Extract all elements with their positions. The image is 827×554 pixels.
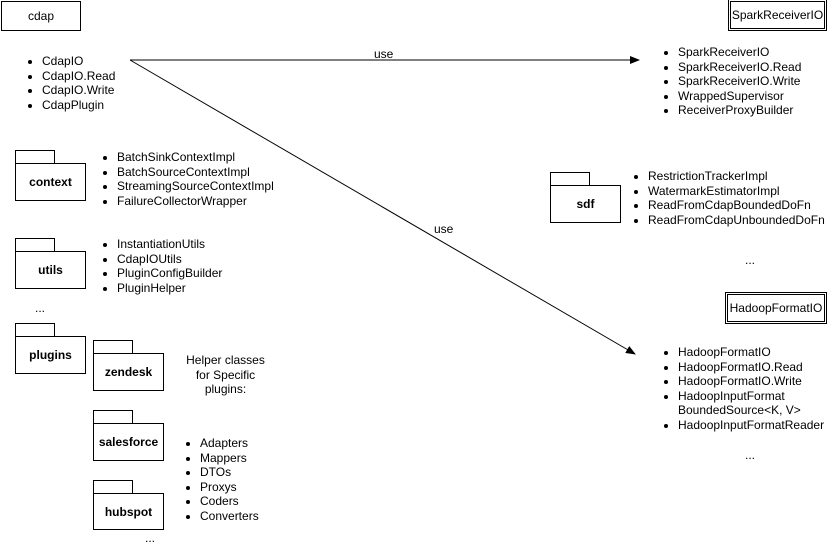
list-item: SparkReceiverIO.Write <box>678 74 801 89</box>
list-item: CdapIOUtils <box>117 252 222 267</box>
cdap-box: cdap <box>1 1 81 31</box>
spark-receiver-io-box: SparkReceiverIO <box>728 0 827 31</box>
list-item: ReadFromCdapBoundedDoFn <box>648 198 825 213</box>
list-item: FailureCollectorWrapper <box>117 194 274 209</box>
hubspot-package: hubspot <box>93 493 164 530</box>
list-item: SparkReceiverIO.Read <box>678 60 801 75</box>
list-item: DTOs <box>200 465 259 480</box>
hadoop-format-io-title: HadoopFormatIO <box>729 301 823 315</box>
cdap-title: cdap <box>27 9 55 23</box>
salesforce-package: salesforce <box>93 423 164 461</box>
sdf-package-tab <box>550 172 590 186</box>
list-item: RestrictionTrackerImpl <box>648 169 825 184</box>
list-item: CdapIO <box>42 54 115 69</box>
plugin-helper-list: Adapters Mappers DTOs Proxys Coders Conv… <box>186 436 259 523</box>
list-item: HadoopInputFormat BoundedSource<K, V> <box>678 389 808 418</box>
utils-class-list: InstantiationUtils CdapIOUtils PluginCon… <box>103 237 222 295</box>
list-item: ReadFromCdapUnboundedDoFn <box>648 213 825 228</box>
list-item: PluginHelper <box>117 281 222 296</box>
list-item: SparkReceiverIO <box>678 45 801 60</box>
use-label-spark: use <box>374 47 394 61</box>
context-package-label: context <box>29 175 72 189</box>
context-package-tab <box>15 150 55 164</box>
cdap-class-list: CdapIO CdapIO.Read CdapIO.Write CdapPlug… <box>28 54 115 112</box>
context-package: context <box>15 163 86 201</box>
sdf-package: sdf <box>550 185 621 223</box>
sdf-class-list: RestrictionTrackerImpl WatermarkEstimato… <box>634 169 825 227</box>
hubspot-package-label: hubspot <box>104 504 153 519</box>
list-item: ReceiverProxyBuilder <box>678 103 801 118</box>
sdf-ellipsis: ... <box>745 253 756 267</box>
hadoop-format-io-box: HadoopFormatIO <box>725 292 827 324</box>
list-item: PluginConfigBuilder <box>117 266 222 281</box>
list-item: StreamingSourceContextImpl <box>117 179 274 194</box>
list-item: Converters <box>200 509 259 524</box>
list-item: CdapPlugin <box>42 98 115 113</box>
utils-package: utils <box>15 251 86 289</box>
spark-receiver-io-title: SparkReceiverIO <box>731 8 824 22</box>
list-item: Mappers <box>200 451 259 466</box>
context-class-list: BatchSinkContextImpl BatchSourceContextI… <box>103 150 274 208</box>
list-item: InstantiationUtils <box>117 237 222 252</box>
plugins-package-tab <box>15 323 55 337</box>
list-item: CdapIO.Write <box>42 83 115 98</box>
packages-ellipsis: ... <box>35 301 46 315</box>
list-item: WrappedSupervisor <box>678 89 801 104</box>
spark-class-list: SparkReceiverIO SparkReceiverIO.Read Spa… <box>664 45 801 118</box>
zendesk-package-label: zendesk <box>104 365 153 379</box>
use-label-hadoop: use <box>434 222 454 236</box>
list-item: BatchSinkContextImpl <box>117 150 274 165</box>
use-arrow-hadoop <box>129 59 636 355</box>
utils-package-tab <box>15 238 55 252</box>
list-item: WatermarkEstimatorImpl <box>648 184 825 199</box>
zendesk-package-tab <box>93 340 133 354</box>
list-item: Coders <box>200 494 259 509</box>
list-item: CdapIO.Read <box>42 69 115 84</box>
list-item: Adapters <box>200 436 259 451</box>
plugins-package: plugins <box>15 336 86 374</box>
list-item: HadoopFormatIO.Write <box>678 374 824 389</box>
hadoop-class-list: HadoopFormatIO HadoopFormatIO.Read Hadoo… <box>664 345 824 432</box>
plugins-package-label: plugins <box>29 348 72 362</box>
helper-classes-note: Helper classes for Specific plugins: <box>186 353 265 396</box>
plugins-ellipsis: ... <box>145 531 156 545</box>
list-item: HadoopFormatIO <box>678 345 824 360</box>
list-item: Proxys <box>200 480 259 495</box>
sdf-package-label: sdf <box>576 197 595 211</box>
hubspot-package-tab <box>93 480 133 494</box>
zendesk-package: zendesk <box>93 353 164 391</box>
salesforce-package-label: salesforce <box>98 435 159 449</box>
utils-package-label: utils <box>38 263 63 277</box>
list-item: BatchSourceContextImpl <box>117 165 274 180</box>
list-item: HadoopFormatIO.Read <box>678 360 824 375</box>
hadoop-ellipsis: ... <box>745 448 756 462</box>
salesforce-package-tab <box>93 410 133 424</box>
list-item: HadoopInputFormatReader <box>678 418 824 433</box>
